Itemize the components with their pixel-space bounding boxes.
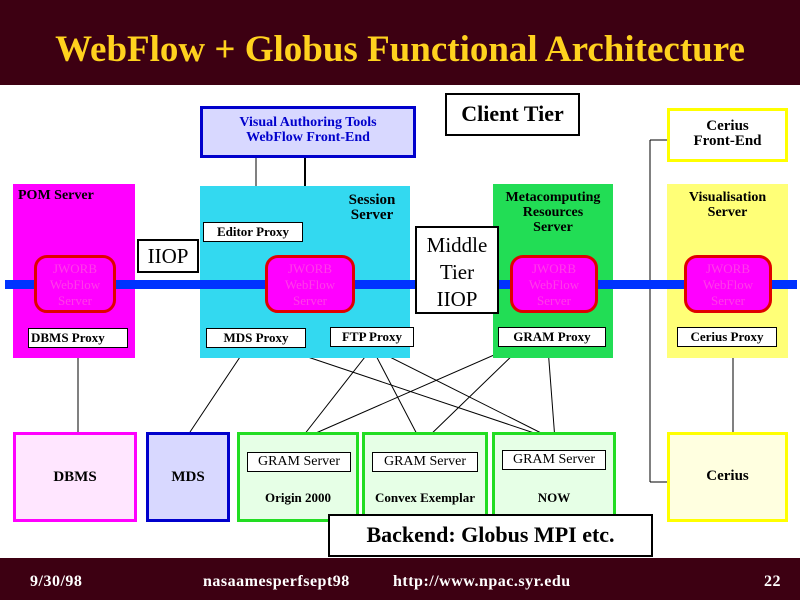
footer-filename: nasaamesperfsept98 — [203, 573, 350, 590]
mds-backend-box — [146, 432, 230, 522]
client-tier-label: Client Tier — [445, 93, 580, 136]
now-label: NOW — [537, 490, 571, 505]
footer-date: 9/30/98 — [30, 573, 83, 590]
origin-label: Origin 2000 — [264, 490, 332, 505]
now-backend-box — [492, 432, 616, 522]
gram-proxy: GRAM Proxy — [498, 327, 606, 347]
origin-backend-box — [237, 432, 359, 522]
footer-page-number: 22 — [764, 573, 781, 590]
ftp-proxy: FTP Proxy — [330, 327, 414, 347]
dbms-backend-box — [13, 432, 137, 522]
iiop-label: IIOP — [137, 239, 199, 273]
cerius-proxy: Cerius Proxy — [677, 327, 777, 347]
gram-server-now: GRAM Server — [502, 450, 606, 470]
cerius-backend-box — [667, 432, 788, 522]
slide-title: WebFlow + Globus Functional Architecture — [55, 29, 745, 70]
mds-proxy: MDS Proxy — [206, 328, 306, 348]
convex-backend-box — [362, 432, 488, 522]
title-bar — [0, 0, 800, 85]
gram-server-origin: GRAM Server — [247, 452, 351, 472]
dbms-backend-label: DBMS — [53, 469, 97, 485]
convex-label: Convex Exemplar — [374, 490, 476, 505]
mds-backend-label: MDS — [171, 469, 205, 485]
editor-proxy: Editor Proxy — [203, 222, 303, 242]
gram-server-convex: GRAM Server — [372, 452, 478, 472]
pom-server-label: POM Server — [18, 188, 94, 203]
footer-bar — [0, 558, 800, 600]
iiop-bus — [5, 280, 797, 289]
backend-tier-label: Backend: Globus MPI etc. — [328, 514, 653, 557]
footer-url: http://www.npac.syr.edu — [393, 573, 571, 590]
dbms-proxy: DBMS Proxy — [28, 328, 128, 348]
cerius-backend-label: Cerius — [706, 468, 749, 484]
